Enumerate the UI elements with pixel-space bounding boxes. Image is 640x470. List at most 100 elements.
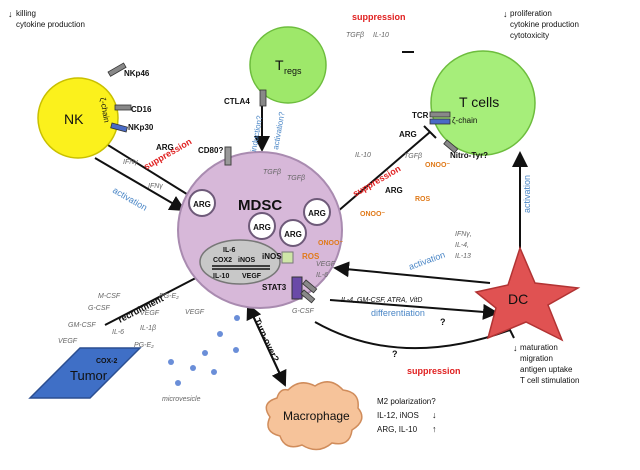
tcr-receptor — [429, 118, 451, 125]
mdsc-label: MDSC — [238, 197, 282, 214]
cd16-label: CD16 — [131, 105, 152, 114]
svg-text:ARG: ARG — [253, 223, 271, 232]
macrophage-label: Macrophage — [283, 409, 350, 423]
svg-text:ARG: ARG — [193, 200, 211, 209]
svg-text:antigen uptake: antigen uptake — [520, 365, 573, 374]
activation-nk-arrow — [94, 157, 186, 212]
il10-t-label: IL-10 — [355, 152, 371, 159]
vegf-mid-label: VEGF — [140, 310, 160, 317]
treg-cell — [249, 26, 327, 104]
activation-tc-label: activation — [522, 175, 532, 213]
tgfb-treg1-label: TGFβ — [263, 169, 281, 176]
mdsc-nucleus — [199, 239, 281, 285]
cd80-receptor — [224, 146, 232, 166]
tcr-receptor — [429, 111, 451, 118]
svg-text:cytotoxicity: cytotoxicity — [510, 31, 549, 40]
il13-dc-label: IL-13 — [455, 253, 471, 260]
pge2-label: PG-E₂ — [134, 342, 154, 349]
gcsf-receptor — [300, 289, 316, 304]
microvesicle-dots — [168, 315, 240, 386]
tgfb-t-label: TGFβ — [404, 153, 422, 160]
gcsf-label: G-CSF — [88, 305, 111, 312]
suppression-t-line — [336, 131, 431, 213]
svg-text:cytokine production: cytokine production — [510, 20, 579, 29]
activation-dc-arrow — [333, 261, 491, 284]
tcell-label: T cells — [459, 94, 499, 110]
nk-label: NK — [64, 111, 84, 127]
vegf-2-label: VEGF — [185, 309, 205, 316]
down-arrow-glyph: ↓ — [432, 410, 437, 420]
il6-l-label: IL-6 — [112, 329, 124, 336]
onoo-t1-label: ONOO⁻ — [425, 162, 450, 169]
cd16-receptor — [114, 104, 132, 111]
nkp46-label: NKp46 — [124, 69, 150, 78]
svg-text:maturation: maturation — [520, 343, 558, 352]
arg-t2-label: ARG — [385, 186, 403, 195]
svg-text:ARG, IL-10: ARG, IL-10 — [377, 425, 418, 434]
nk-cell — [37, 77, 119, 159]
suppression-nk-line — [94, 136, 191, 197]
nucleus-cox2: COX2 — [213, 257, 232, 264]
macrophage-effects: M2 polarization? IL-12, iNOS ARG, IL-10 — [377, 397, 436, 434]
up-arrow-glyph: ↑ — [432, 424, 437, 434]
svg-text:proliferation: proliferation — [510, 9, 552, 18]
nitro-tyr-label: Nitro-Tyr? — [450, 151, 488, 160]
ifng-dc-label: IFNγ, — [455, 231, 472, 238]
suppression-nk-label: suppression — [142, 136, 193, 171]
svg-text:T cell stimulation: T cell stimulation — [520, 376, 579, 385]
diff-factors-label: IL-4, GM-CSF, ATRA, VitD — [341, 297, 422, 304]
down-arrow-glyph: ↓ — [513, 343, 518, 353]
nucleus-il6: IL-6 — [223, 247, 236, 254]
differentiation-arrow — [329, 299, 499, 320]
vegf-r-label: VEGF — [316, 261, 336, 268]
stat3-receptor — [291, 276, 303, 300]
svg-text:migration: migration — [520, 354, 553, 363]
turnover-arrow-up — [246, 303, 286, 386]
treg-label: T — [275, 57, 284, 73]
macrophage-cell — [265, 381, 363, 451]
activation-nk-label: activation — [111, 185, 149, 213]
svg-text:ARG: ARG — [308, 209, 326, 218]
stat3-label: STAT3 — [262, 283, 287, 292]
arg-granule: ARG — [303, 198, 331, 226]
svg-text:IL-12, iNOS: IL-12, iNOS — [377, 411, 419, 420]
vegf-l-label: VEGF — [58, 338, 78, 345]
suppression-dc-curve — [314, 321, 511, 350]
cd80-label: CD80? — [198, 146, 223, 155]
il6-r-label: IL-6 — [316, 272, 328, 279]
suppression-top-label: suppression — [352, 12, 406, 22]
gcsf-r-label: G-CSF — [292, 308, 315, 315]
nucleus-vegf: VEGF — [242, 273, 262, 280]
down-arrow-glyph: ↓ — [503, 9, 508, 19]
differentiation-label: differentiation — [371, 308, 425, 318]
suppression-dc-label: suppression — [407, 366, 461, 376]
tcell-effects: proliferation cytokine production cytoto… — [510, 9, 579, 40]
svg-text:cytokine production: cytokine production — [16, 20, 85, 29]
arg-t1-label: ARG — [399, 130, 417, 139]
suppression-t-bar — [423, 125, 437, 139]
nucleus-il10: IL-10 — [213, 273, 229, 280]
svg-text:killing: killing — [16, 9, 36, 18]
tumor-cox2-label: COX-2 — [96, 358, 118, 365]
nkp30-receptor — [110, 122, 128, 133]
activation-dc-label: activation — [407, 249, 446, 271]
question-mark-1: ? — [440, 317, 446, 327]
nkp30-label: NKp30 — [128, 123, 154, 132]
tcr-label: TCR — [412, 111, 429, 120]
ros-t-label: ROS — [415, 196, 431, 203]
activation-treg-label: activation? — [271, 111, 287, 151]
onoo-label: ONOO⁻ — [318, 240, 343, 247]
arg-granule: ARG — [188, 189, 216, 217]
il4-dc-label: IL-4, — [455, 242, 469, 249]
treg-label-sub: regs — [284, 66, 302, 76]
turnover-label: Turn-over? — [252, 317, 281, 364]
ifng-nk1-label: IFNγ — [123, 159, 138, 166]
tumor-label: Tumor — [70, 368, 108, 383]
tcell-cell — [430, 50, 536, 156]
arg-granule: ARG — [279, 219, 307, 247]
nitro-tyr-receptor — [443, 139, 459, 154]
svg-text:M2 polarization?: M2 polarization? — [377, 397, 436, 406]
arg-nk-label: ARG — [156, 143, 174, 152]
